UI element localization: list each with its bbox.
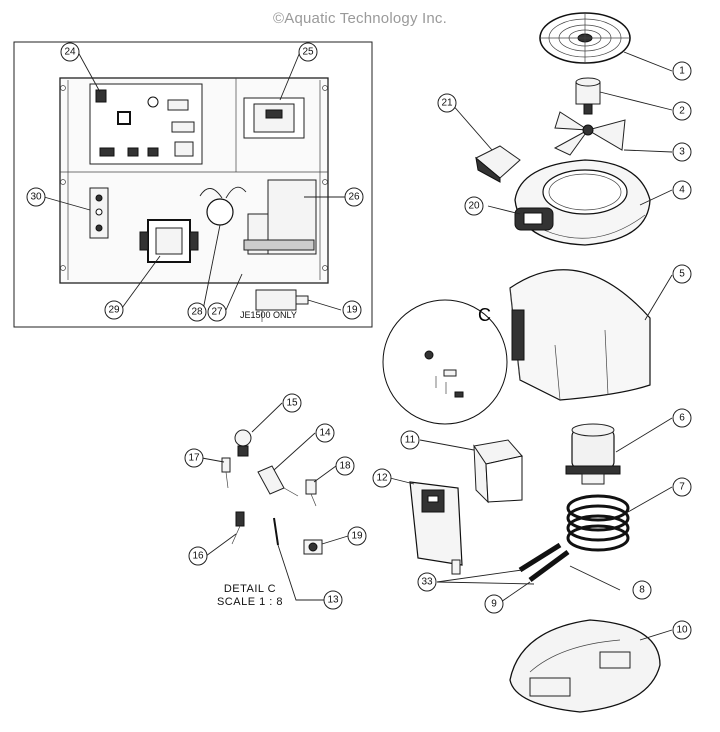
callout-19-inset: 19 [342, 300, 362, 320]
callout-30: 30 [26, 187, 46, 207]
svg-text:18: 18 [339, 461, 351, 472]
callout-10: 10 [672, 620, 692, 640]
svg-text:29: 29 [108, 305, 120, 316]
fan-motor [575, 77, 601, 115]
svg-text:19: 19 [351, 531, 363, 542]
svg-text:10: 10 [676, 625, 688, 636]
svg-text:26: 26 [348, 192, 360, 203]
callout-7: 7 [672, 477, 692, 497]
svg-text:5: 5 [679, 269, 685, 280]
svg-text:8: 8 [639, 585, 645, 596]
callout-24: 24 [60, 42, 80, 62]
detail-c-scale: SCALE 1 : 8 [217, 596, 283, 608]
fan-guard [539, 12, 631, 64]
detail-c-parts [221, 429, 323, 555]
callout-33: 33 [417, 572, 437, 592]
callout-11: 11 [400, 430, 420, 450]
svg-text:14: 14 [319, 428, 331, 439]
junction-box [473, 439, 523, 504]
callout-12: 12 [372, 468, 392, 488]
side-panel [509, 269, 651, 401]
callout-21: 21 [437, 93, 457, 113]
heat-exchanger [518, 494, 630, 583]
control-panel-cover [409, 481, 463, 575]
svg-text:21: 21 [441, 98, 453, 109]
terminal-block [89, 187, 109, 239]
control-board [89, 83, 203, 165]
contactor [243, 179, 317, 255]
callout-5: 5 [672, 264, 692, 284]
access-cap [475, 145, 521, 183]
svg-text:17: 17 [188, 453, 200, 464]
svg-text:6: 6 [679, 413, 685, 424]
callout-2: 2 [672, 101, 692, 121]
svg-text:11: 11 [405, 435, 416, 446]
svg-text:13: 13 [327, 595, 339, 606]
svg-text:19: 19 [346, 305, 358, 316]
callout-28: 28 [187, 302, 207, 322]
callout-8: 8 [632, 580, 652, 600]
fan-blade [553, 111, 626, 156]
base-pan [509, 619, 661, 713]
callout-18: 18 [335, 456, 355, 476]
callout-13: 13 [323, 590, 343, 610]
detail-c-circle: C [382, 299, 508, 425]
top-cover [514, 159, 651, 246]
je1500-note: JE1500 ONLY [240, 310, 297, 320]
callout-20: 20 [464, 196, 484, 216]
svg-text:9: 9 [491, 599, 497, 610]
callout-14: 14 [315, 423, 335, 443]
svg-text:30: 30 [30, 192, 42, 203]
svg-text:15: 15 [286, 398, 298, 409]
svg-text:1: 1 [679, 66, 685, 77]
detail-c-marker: C [478, 305, 491, 325]
transformer [139, 219, 199, 263]
svg-text:27: 27 [211, 307, 223, 318]
callout-3: 3 [672, 142, 692, 162]
svg-text:24: 24 [64, 47, 76, 58]
callout-29: 29 [104, 300, 124, 320]
callout-17: 17 [184, 448, 204, 468]
callout-4: 4 [672, 180, 692, 200]
svg-text:16: 16 [192, 551, 204, 562]
svg-text:20: 20 [468, 201, 480, 212]
svg-text:28: 28 [191, 307, 203, 318]
callout-25: 25 [298, 42, 318, 62]
svg-text:2: 2 [679, 106, 685, 117]
callout-15: 15 [282, 393, 302, 413]
callout-6: 6 [672, 408, 692, 428]
callout-1: 1 [672, 61, 692, 81]
svg-text:7: 7 [679, 482, 685, 493]
callout-27: 27 [207, 302, 227, 322]
svg-text:12: 12 [376, 473, 388, 484]
callout-9: 9 [484, 594, 504, 614]
svg-text:3: 3 [679, 147, 685, 158]
callout-26: 26 [344, 187, 364, 207]
relay-module [243, 97, 305, 139]
callout-19-detail: 19 [347, 526, 367, 546]
copyright-text: ©Aquatic Technology Inc. [272, 10, 447, 27]
compressor [565, 423, 621, 485]
callout-16: 16 [188, 546, 208, 566]
detail-c-title: DETAIL C [224, 583, 276, 595]
control-panel-inset: 24 25 30 26 29 28 [13, 41, 373, 328]
svg-text:25: 25 [302, 47, 314, 58]
relief-valve-inset [255, 289, 309, 322]
svg-text:4: 4 [679, 185, 685, 196]
svg-text:33: 33 [421, 577, 433, 588]
